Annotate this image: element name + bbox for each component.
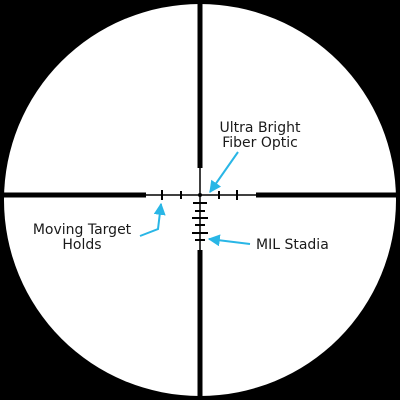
fiber-optic-center-dot (198, 193, 202, 197)
fiber-optic-label-line1: Ultra Bright (220, 120, 301, 136)
fiber-optic-label-line2: Fiber Optic (222, 135, 298, 151)
moving-target-callout-arrow (139, 202, 166, 237)
mil-stadia-label: MIL Stadia (256, 237, 329, 253)
moving-target-label-line1: Moving Target (33, 222, 132, 238)
fiber-optic-callout-arrow (209, 151, 239, 193)
mil-stadia-marks (192, 202, 208, 241)
mil-stadia-callout-arrow (207, 234, 251, 247)
moving-target-label-line2: Holds (62, 237, 101, 253)
